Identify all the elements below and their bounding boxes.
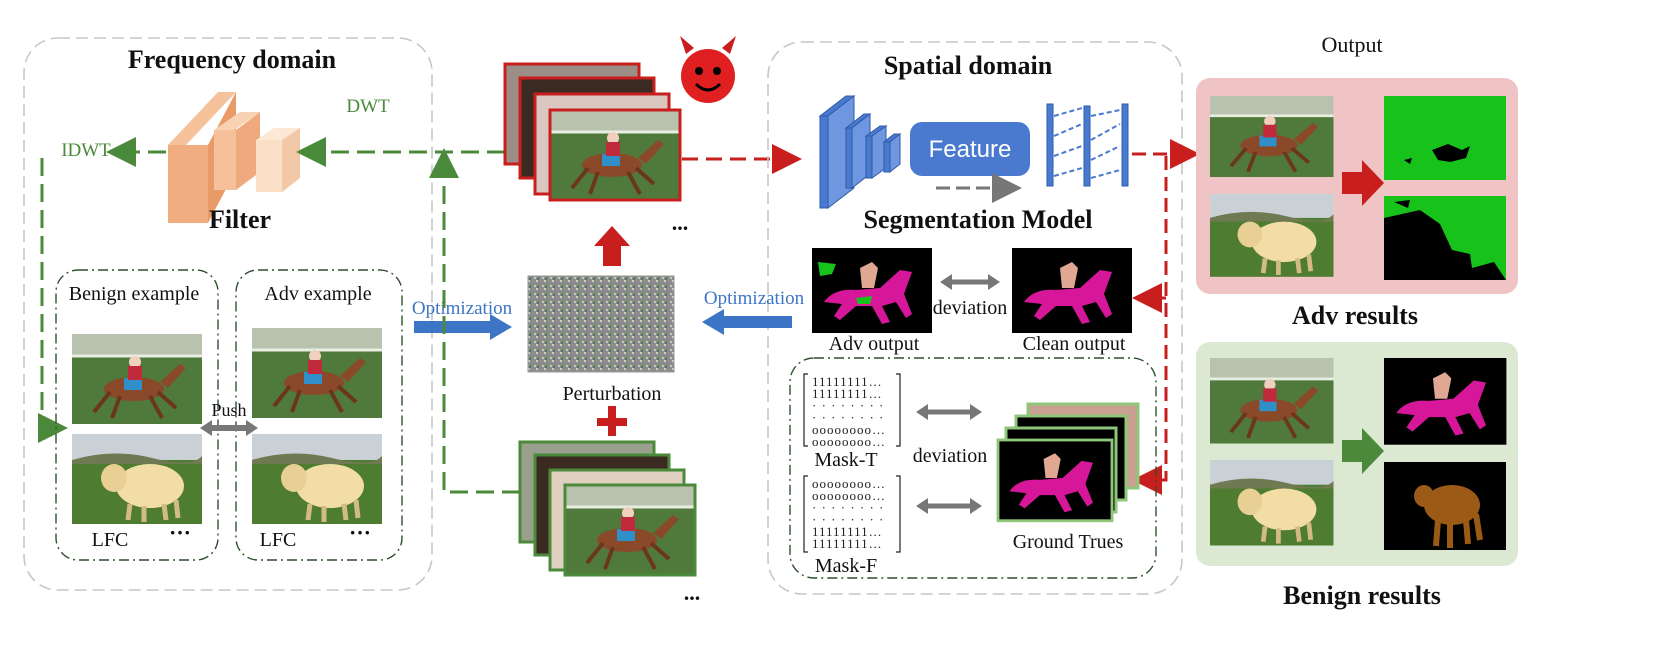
dwt-label: DWT <box>346 96 390 117</box>
frequency-domain-title: Frequency domain <box>128 45 337 74</box>
dots-right: ··· <box>349 520 371 545</box>
clean-output-label: Clean output <box>1023 333 1126 355</box>
ground-trues-label: Ground Trues <box>1013 531 1124 553</box>
benign-result-horse-mask <box>1384 358 1507 445</box>
adv-example-box <box>235 269 403 561</box>
mask-f-row: · · · · · · · · <box>812 500 884 515</box>
decoder-icon <box>1046 103 1129 187</box>
output-title: Output <box>1321 32 1382 57</box>
mask-t-row: 11111111… <box>812 386 883 401</box>
mask-f-row: oooooooo… <box>812 488 886 503</box>
mask-loss-box <box>789 357 1157 579</box>
adv-example-label: Adv example <box>264 283 371 305</box>
adv-right-arrow <box>1342 160 1384 206</box>
adv-result-sheep-photo <box>1210 194 1334 277</box>
adv-results-label: Adv results <box>1292 301 1418 330</box>
noise-image <box>527 275 675 373</box>
adv-image-stack <box>503 62 682 202</box>
benign-example-box <box>55 269 219 561</box>
deviation-arrow-low <box>916 498 982 514</box>
frequency-domain-panel <box>23 37 433 591</box>
optimization-left-label: Optimization <box>412 298 513 319</box>
deviation-bottom-label: deviation <box>913 445 987 467</box>
push-arrow <box>200 420 258 436</box>
idwt-label: IDWT <box>61 140 111 161</box>
mask-t-row: · · · · · · · · <box>812 398 884 413</box>
dots-top: ... <box>672 210 689 235</box>
adv-output-label: Adv output <box>829 333 920 355</box>
benign-results-label: Benign results <box>1283 581 1441 610</box>
segmentation-model-label: Segmentation Model <box>864 205 1093 234</box>
optimization-right-label: Optimization <box>704 288 805 309</box>
clean-to-dwt-arrow <box>429 148 520 494</box>
filter-blocks <box>168 92 300 223</box>
perturbation-label: Perturbation <box>563 383 662 405</box>
adv-horse-photo <box>250 326 384 420</box>
benign-result-sheep-photo <box>1210 460 1334 546</box>
optimization-left-arrow <box>414 314 512 340</box>
ground-truth-stack <box>996 402 1140 523</box>
feature-box <box>910 122 1030 176</box>
adv-result-horse-photo <box>1208 94 1336 179</box>
mask-f-matrix: oooooooo… oooooooo… · · · · · · · · · · … <box>803 475 901 553</box>
benign-horse-photo <box>70 332 204 426</box>
mask-t-label: Mask-T <box>814 449 877 471</box>
mask-t-matrix: 11111111… 11111111… · · · · · · · · · · … <box>803 373 901 449</box>
clean-output-mask <box>1012 248 1132 333</box>
adv-result-sheep-mask <box>1384 196 1506 280</box>
adv-sheep-photo <box>252 434 382 524</box>
lfc-right-label: LFC <box>260 529 297 551</box>
output-to-gt-arrow <box>1132 156 1168 495</box>
mask-f-row: 11111111… <box>812 536 883 551</box>
filter-label: Filter <box>209 205 271 234</box>
mask-t-row: oooooooo… <box>812 434 886 449</box>
push-label: Push <box>211 400 246 420</box>
up-arrow <box>594 226 630 266</box>
benign-result-sheep-mask <box>1384 462 1506 550</box>
adv-output-mask <box>812 248 932 333</box>
deviation-top-label: deviation <box>933 297 1007 319</box>
optimization-right-arrow <box>702 309 792 335</box>
plus-icon <box>597 406 627 436</box>
deviation-arrow-mid <box>916 404 982 420</box>
mask-f-label: Mask-F <box>815 555 877 577</box>
devil-icon <box>680 36 736 103</box>
idwt-down-arrow <box>38 158 68 443</box>
benign-result-horse-photo <box>1208 356 1336 446</box>
mask-t-row: 11111111… <box>812 374 883 389</box>
mask-t-row: oooooooo… <box>812 422 886 437</box>
lfc-left-label: LFC <box>92 529 129 551</box>
mask-f-row: 11111111… <box>812 524 883 539</box>
deviation-arrow-top <box>940 274 1000 290</box>
mask-f-row: oooooooo… <box>812 476 886 491</box>
benign-sheep-photo <box>72 434 202 524</box>
feature-label: Feature <box>929 136 1012 163</box>
spatial-domain-title: Spatial domain <box>884 51 1053 80</box>
dots-bottom: ... <box>684 580 701 605</box>
benign-example-label: Benign example <box>69 283 200 305</box>
mask-t-row: · · · · · · · · <box>812 410 884 425</box>
clean-image-stack <box>518 440 697 577</box>
dots-left: ··· <box>169 520 191 545</box>
benign-right-arrow <box>1342 428 1384 474</box>
adv-result-horse-mask <box>1384 96 1506 180</box>
encoder-icon <box>818 94 902 210</box>
mask-f-row: · · · · · · · · <box>812 512 884 527</box>
